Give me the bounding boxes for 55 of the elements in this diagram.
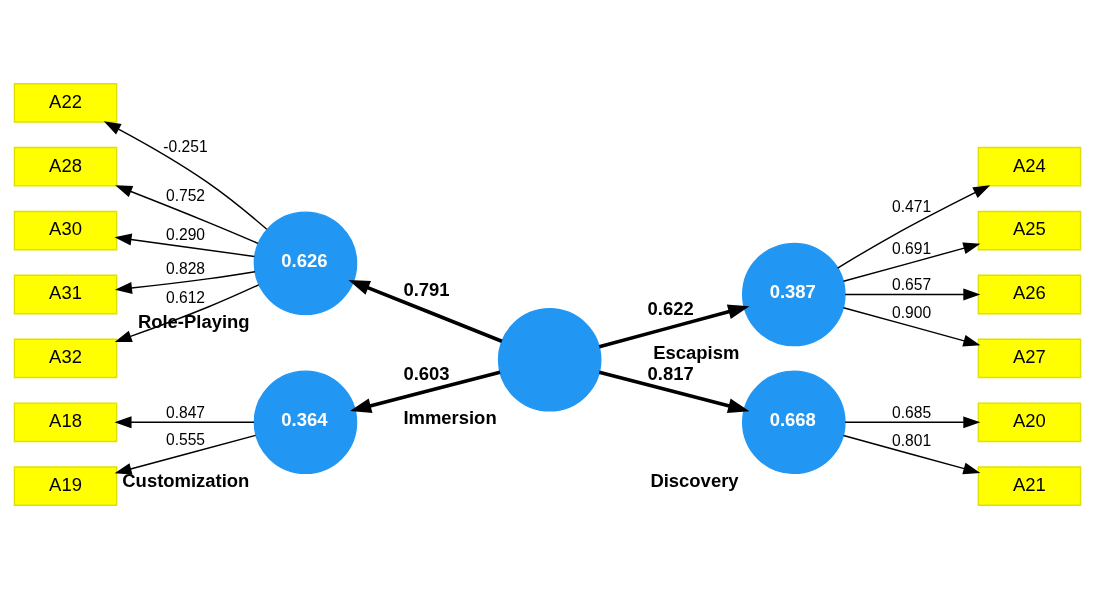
node-box: A25 [977,210,1082,251]
edge-label: 0.752 [165,186,206,204]
arrow [114,271,256,294]
node-circle: 0.626 [253,211,358,316]
arrow [836,185,991,269]
edge-label: 0.622 [647,297,694,319]
node-box: A21 [977,466,1082,507]
edge-label: 0.691 [892,240,932,258]
edge-label: 0.471 [892,197,932,215]
arrow [114,233,256,258]
node-box: A20 [977,402,1082,443]
node-box: A27 [977,338,1082,379]
node-label: Immersion [403,407,497,429]
edge-label: -0.251 [163,138,208,156]
arrow [842,242,981,282]
node-box: A19 [13,466,118,507]
node-box: A28 [13,146,118,187]
edge-label: 0.603 [403,363,450,385]
node-circle: 0.387 [742,242,846,347]
node-box: A32 [13,338,118,379]
edge-label: 0.817 [647,363,694,385]
node-circle [497,308,602,412]
edge-label: 0.657 [892,275,932,293]
edge-label: 0.612 [165,288,206,306]
edge-label: 0.290 [165,226,206,244]
arrow [598,304,750,349]
node-box: A22 [13,82,118,123]
arrow [103,121,268,230]
node-box: A30 [13,210,118,251]
arrow [842,307,981,347]
node-box: A24 [977,146,1082,187]
edge-label: 0.791 [403,279,450,301]
node-box: A18 [13,402,118,443]
arrow [114,434,257,475]
edge-label: 0.685 [892,403,932,421]
edge-label: 0.555 [165,430,206,448]
node-circle: 0.668 [742,370,846,475]
edge-label: 0.847 [165,403,206,421]
arrow [114,416,255,429]
arrow [842,434,981,475]
arrow [349,370,501,413]
arrow [348,279,503,343]
node-label: Customization [122,469,250,491]
arrow [115,185,259,245]
edge-label: 0.828 [165,260,206,278]
arrow [598,370,750,414]
node-label: Discovery [650,469,739,491]
node-box: A26 [977,274,1082,315]
arrow [844,416,981,429]
node-circle: 0.364 [253,370,358,475]
arrow [844,288,981,301]
node-label: Escapism [653,341,740,363]
node-box: A31 [13,274,118,315]
edge-label: 0.900 [892,304,932,322]
edge-label: 0.801 [892,432,932,450]
